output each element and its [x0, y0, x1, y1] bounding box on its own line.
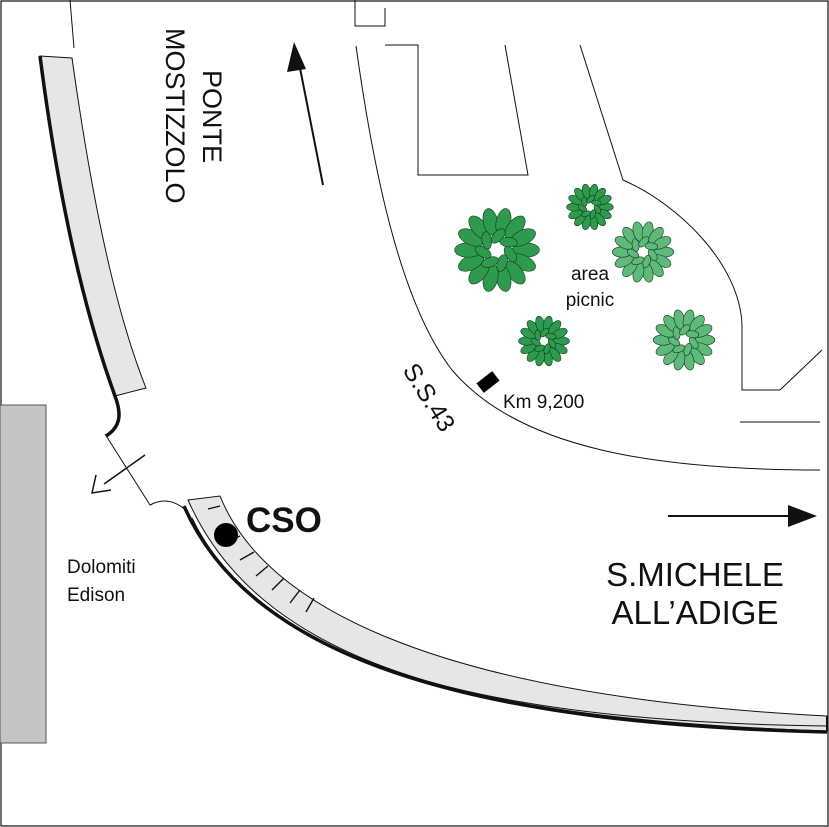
label-ss43: S.S.43 [397, 358, 461, 436]
label-dolomiti: Dolomiti [67, 557, 136, 578]
label-ponte: PONTE [197, 70, 227, 163]
parking-outline [385, 44, 529, 176]
milestone-marker-icon [476, 371, 500, 393]
label-km: Km 9,200 [503, 392, 584, 413]
road-edge-main-curve [355, 45, 821, 471]
building-dolomiti-edison [0, 404, 47, 744]
label-s-michele: S.MICHELE [606, 556, 784, 593]
tree-icon [611, 221, 675, 283]
arrow-southwest-icon [91, 454, 146, 494]
label-area: area [571, 264, 609, 285]
tree-icon [566, 183, 614, 231]
tree-icon [652, 309, 716, 371]
road-edge-top-left [69, 0, 75, 49]
label-picnic: picnic [566, 290, 615, 311]
label-all-adige: ALL’ADIGE [612, 594, 779, 631]
picnic-area-outline [579, 44, 823, 391]
sidewalk-upper-left-curb [38, 55, 121, 438]
sidewalk-lower-curb [182, 505, 828, 734]
tree-icon [454, 208, 540, 292]
label-mostizzolo: MOSTIZZOLO [160, 28, 190, 204]
tree-icon [518, 315, 570, 367]
arrow-north-icon [287, 42, 324, 186]
filled-circle-icon [214, 523, 238, 547]
sidewalk-upper-left [39, 55, 147, 397]
trees-group [454, 183, 716, 371]
label-cso: CSO [246, 501, 322, 540]
arrow-east-icon [668, 505, 817, 527]
road-edge-junction [104, 433, 189, 513]
road-edges [69, 0, 823, 513]
sidewalk-lower-inner-line [191, 517, 828, 727]
road-edge-top-notch [354, 0, 386, 27]
label-edison: Edison [67, 585, 125, 606]
